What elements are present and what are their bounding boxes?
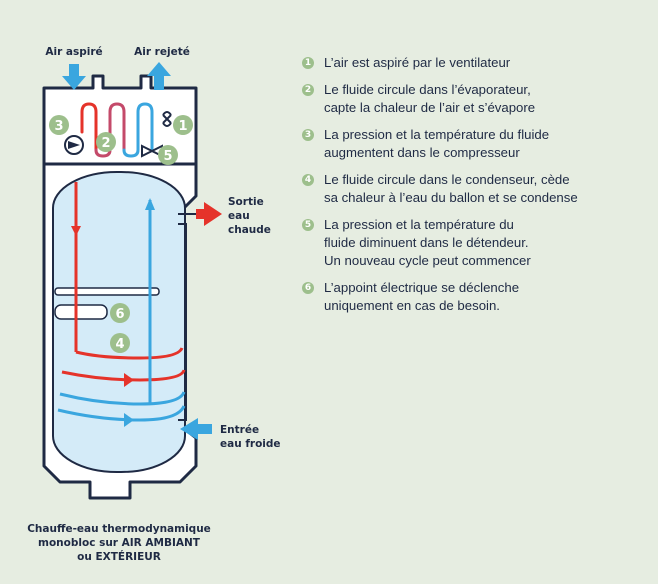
marker-2: 2	[96, 132, 116, 152]
hot-water-label-3: chaude	[228, 224, 271, 236]
step-2: 2 Le fluide circule dans l’évaporateur, c…	[302, 81, 652, 117]
cold-water-label-1: Entrée	[220, 424, 259, 436]
marker-5: 5	[158, 145, 178, 165]
fan-icon	[162, 111, 172, 127]
step-badge: 3	[302, 129, 314, 141]
hot-water-outlet-pipe	[178, 202, 222, 421]
return-pipe	[57, 198, 186, 427]
marker-1: 1	[173, 115, 193, 135]
svg-text:3: 3	[54, 119, 63, 134]
step-text: L’appoint électrique se déclenche unique…	[324, 280, 520, 313]
step-4: 4 Le fluide circule dans le condenseur, c…	[302, 171, 652, 207]
svg-text:6: 6	[115, 307, 124, 322]
air-in-label: Air aspiré	[45, 46, 102, 58]
caption-line-1: Chauffe-eau thermodynamique	[27, 523, 211, 535]
tank-body	[42, 162, 198, 500]
step-text: L’air est aspiré par le ventilateur	[324, 55, 511, 70]
step-text: La pression et la température du fluide …	[324, 127, 550, 160]
svg-text:1: 1	[178, 119, 187, 134]
cold-water-inlet-pipe	[180, 418, 212, 440]
air-out-label: Air rejeté	[134, 46, 190, 58]
caption-line-3: ou EXTÉRIEUR	[77, 550, 161, 563]
condenser-pipe	[61, 182, 186, 387]
svg-text:5: 5	[163, 149, 172, 164]
compressor-icon	[64, 135, 84, 155]
svg-text:4: 4	[115, 337, 124, 352]
step-6: 6 L’appoint électrique se déclenche uniqu…	[302, 279, 652, 315]
step-5: 5 La pression et la température du fluide…	[302, 216, 652, 270]
step-badge: 1	[302, 57, 314, 69]
marker-6: 6	[110, 303, 130, 323]
cold-water-label-2: eau froide	[220, 438, 281, 450]
step-badge: 5	[302, 219, 314, 231]
hot-water-label-1: Sortie	[228, 196, 264, 208]
step-text: La pression et la température du fluide …	[324, 217, 531, 268]
marker-3: 3	[49, 115, 69, 135]
caption-line-2: monobloc sur AIR AMBIANT	[38, 537, 201, 549]
air-out-arrow	[147, 62, 171, 90]
step-badge: 6	[302, 282, 314, 294]
step-1: 1 L’air est aspiré par le ventilateur	[302, 54, 652, 72]
electric-heating-element	[54, 287, 160, 320]
step-text: Le fluide circule dans l’évaporateur, ca…	[324, 82, 536, 115]
marker-4: 4	[110, 333, 130, 353]
step-text: Le fluide circule dans le condenseur, cè…	[324, 172, 578, 205]
step-3: 3 La pression et la température du fluide…	[302, 126, 652, 162]
air-in-arrow	[62, 64, 86, 90]
svg-text:2: 2	[101, 136, 110, 151]
step-badge: 2	[302, 84, 314, 96]
hot-water-label-2: eau	[228, 210, 250, 222]
step-badge: 4	[302, 174, 314, 186]
